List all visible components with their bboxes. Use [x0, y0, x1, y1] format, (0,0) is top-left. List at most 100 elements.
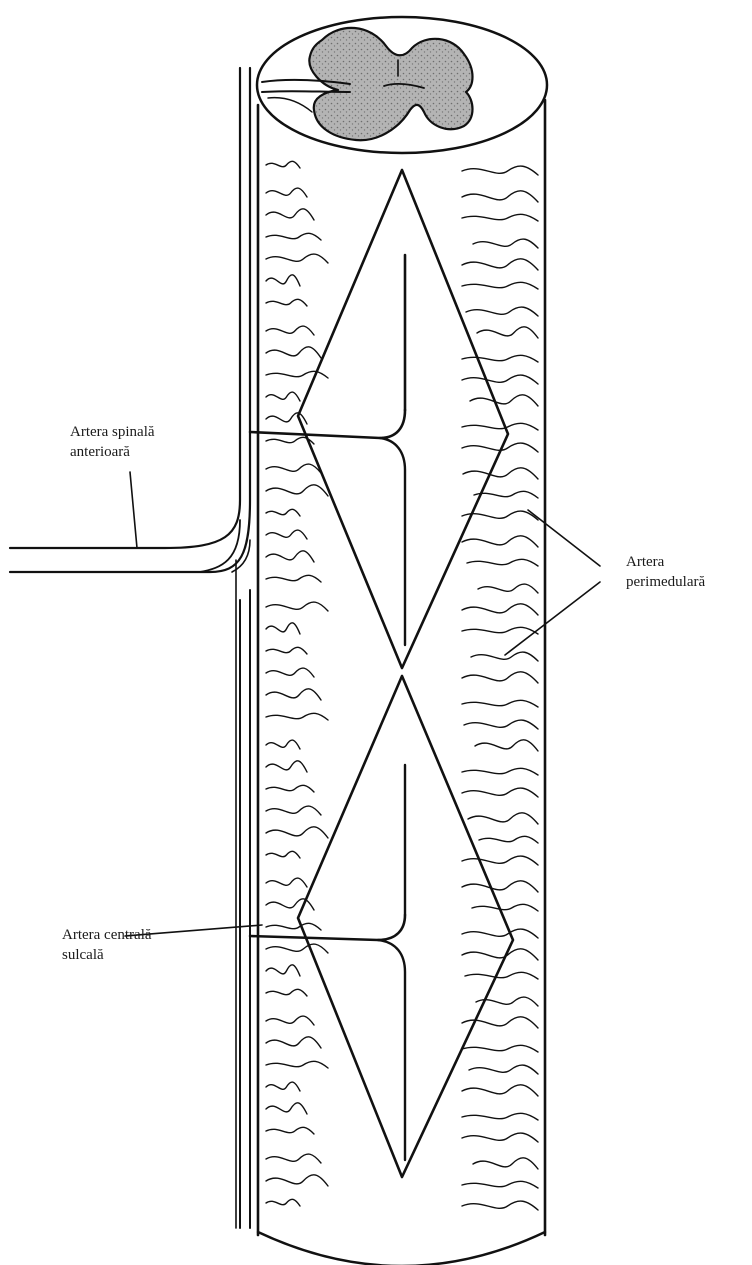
- perimedullary-vessels-right: [462, 166, 538, 1210]
- perimedullary-wave: [466, 307, 538, 316]
- perimedullary-wave: [266, 299, 307, 306]
- upper-arterial-diamond: [250, 170, 508, 668]
- perimedullary-wave: [473, 239, 538, 248]
- perimedullary-wave: [266, 161, 300, 168]
- label-anterior-spinal-artery-line1: Artera spinală: [70, 422, 155, 442]
- perimedullary-wave: [266, 1082, 300, 1091]
- perimedullary-wave: [266, 623, 300, 634]
- perimedullary-wave: [266, 326, 314, 335]
- perimedullary-wave: [478, 584, 538, 593]
- perimedullary-wave: [468, 813, 538, 824]
- perimedullary-wave: [266, 740, 300, 749]
- perimedullary-wave: [462, 929, 538, 938]
- perimedullary-wave: [462, 1113, 538, 1120]
- perimedullary-wave: [462, 375, 538, 384]
- perimedullary-wave: [266, 1154, 321, 1163]
- perimedullary-wave: [266, 713, 328, 720]
- perimedullary-wave: [462, 949, 538, 960]
- perimedullary-wave: [471, 652, 538, 661]
- leader-perimedullary-upper: [528, 510, 600, 566]
- perimedullary-wave: [266, 647, 307, 654]
- perimedullary-wave: [472, 904, 538, 911]
- perimedullary-wave: [266, 464, 321, 473]
- perimedullary-wave: [266, 878, 307, 887]
- lower-central-sulcal-branch: [250, 915, 405, 940]
- perimedullary-wave: [462, 700, 538, 707]
- label-perimedullary-artery-line1: Artera: [626, 552, 705, 572]
- leader-perimedullary-lower: [505, 582, 600, 655]
- perimedullary-wave: [462, 856, 538, 865]
- perimedullary-wave: [266, 944, 328, 953]
- perimedullary-wave: [465, 972, 538, 979]
- perimedullary-wave: [266, 275, 300, 286]
- perimedullary-wave: [462, 1085, 538, 1096]
- perimedullary-wave: [266, 923, 321, 930]
- perimedullary-wave: [462, 881, 538, 892]
- perimedullary-wave: [266, 551, 314, 562]
- perimedullary-wave: [266, 485, 328, 496]
- perimedullary-wave: [266, 575, 321, 582]
- perimedullary-wave: [462, 1201, 538, 1210]
- perimedullary-wave: [266, 785, 314, 792]
- perimedullary-wave: [266, 347, 321, 358]
- perimedullary-wave: [266, 689, 321, 700]
- perimedullary-wave: [266, 761, 307, 772]
- perimedullary-wave: [475, 740, 538, 751]
- label-perimedullary-artery-line2: perimedulară: [626, 572, 705, 592]
- perimedullary-wave: [470, 395, 538, 406]
- label-perimedullary-artery: Artera perimedulară: [626, 552, 705, 592]
- perimedullary-wave: [479, 836, 538, 843]
- perimedullary-wave: [462, 282, 538, 289]
- perimedullary-wave: [464, 720, 538, 729]
- perimedullary-wave: [462, 604, 538, 615]
- perimedullary-wave: [266, 509, 300, 516]
- perimedullary-wave: [462, 423, 538, 430]
- label-central-sulcal-artery-line1: Artera centrală: [62, 925, 152, 945]
- leader-anterior-spinal: [130, 472, 137, 548]
- perimedullary-wave: [462, 443, 538, 452]
- perimedullary-wave: [469, 1065, 538, 1074]
- spinal-cord-cylinder: [257, 17, 547, 1265]
- perimedullary-wave: [474, 491, 538, 498]
- perimedullary-wave: [266, 233, 321, 240]
- perimedullary-wave: [266, 371, 328, 378]
- perimedullary-wave: [266, 827, 328, 838]
- perimedullary-wave: [463, 468, 538, 479]
- perimedullary-wave: [477, 327, 538, 338]
- perimedullary-wave: [462, 166, 538, 175]
- perimedullary-wave: [462, 214, 538, 221]
- leader-lines: [125, 472, 600, 936]
- perimedullary-wave: [473, 1158, 538, 1169]
- perimedullary-wave: [462, 627, 538, 634]
- perimedullary-wave: [266, 806, 321, 815]
- perimedullary-wave: [266, 1103, 307, 1114]
- upper-central-sulcal-branch: [250, 410, 405, 438]
- perimedullary-wave: [266, 1175, 328, 1186]
- perimedullary-wave: [266, 254, 328, 263]
- perimedullary-wave: [462, 355, 538, 362]
- label-anterior-spinal-artery-line2: anterioară: [70, 442, 155, 462]
- perimedullary-wave: [266, 1199, 300, 1206]
- grey-matter-butterfly: [309, 28, 472, 140]
- perimedullary-wave: [462, 768, 538, 775]
- perimedullary-wave: [266, 188, 307, 197]
- perimedullary-wave: [266, 392, 300, 401]
- perimedullary-wave: [462, 191, 538, 202]
- perimedullary-wave: [266, 899, 314, 910]
- perimedullary-wave: [266, 1127, 314, 1134]
- anterior-spinal-artery-vessel: [10, 68, 250, 1228]
- perimedullary-wave: [266, 1016, 314, 1025]
- perimedullary-wave: [462, 1133, 538, 1142]
- cord-bottom-curve: [258, 1232, 545, 1265]
- perimedullary-wave: [266, 1037, 321, 1048]
- label-central-sulcal-artery-line2: sulcală: [62, 945, 152, 965]
- perimedullary-wave: [462, 259, 538, 270]
- perimedullary-wave: [462, 788, 538, 797]
- perimedullary-wave: [462, 1181, 538, 1188]
- perimedullary-wave: [266, 668, 314, 677]
- label-central-sulcal-artery: Artera centrală sulcală: [62, 925, 152, 965]
- label-anterior-spinal-artery: Artera spinală anterioară: [70, 422, 155, 462]
- perimedullary-wave: [266, 989, 307, 996]
- perimedullary-wave: [266, 602, 328, 611]
